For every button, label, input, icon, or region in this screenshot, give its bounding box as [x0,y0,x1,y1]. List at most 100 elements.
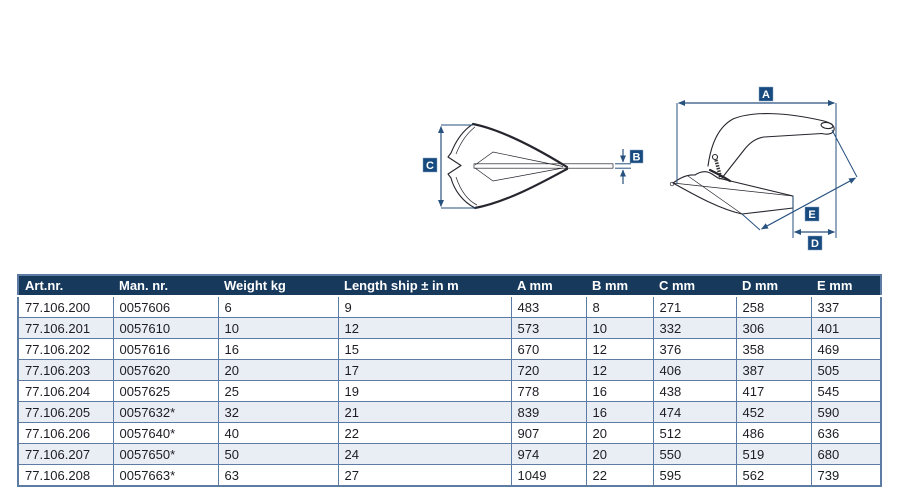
table-cell: 401 [810,317,882,339]
table-cell: 452 [735,401,812,423]
table-cell: 258 [735,295,812,318]
table-cell: 8 [585,295,654,318]
table-cell: 474 [652,401,737,423]
table-cell: 1049 [510,464,587,487]
table-cell: 0057640* [112,422,219,444]
table-cell: 12 [337,317,512,339]
table-cell: 306 [735,317,812,339]
table-cell: 486 [735,422,812,444]
table-cell: 519 [735,443,812,465]
table-cell: 483 [510,295,587,318]
table-cell: 15 [337,338,512,360]
table-cell: 19 [337,380,512,402]
table-cell: 636 [810,422,882,444]
table-cell: 77.106.205 [17,401,114,423]
dimension-label-c: C [426,160,434,172]
table-cell: 77.106.203 [17,359,114,381]
table-cell: 417 [735,380,812,402]
dimension-label-box-d [807,235,823,251]
table-cell: 77.106.201 [17,317,114,339]
table-cell: 27 [337,464,512,487]
anchor-shank-front [473,163,614,169]
table-cell: 595 [652,464,737,487]
table-cell: 670 [510,338,587,360]
table-cell: 839 [510,401,587,423]
table-cell: 545 [810,380,882,402]
table-cell: 9 [337,295,512,318]
table-cell: 77.106.208 [17,464,114,487]
table-cell: 337 [810,295,882,318]
table-cell: 12 [585,338,654,360]
table-cell: 12 [585,359,654,381]
table-cell: 0057620 [112,359,219,381]
table-cell: 17 [337,359,512,381]
table-cell: 0057606 [112,295,219,318]
column-header: A mm [511,275,586,297]
column-header: E mm [811,275,881,297]
dimension-b: B [615,149,644,184]
table-cell: 505 [810,359,882,381]
table-cell: 20 [585,422,654,444]
table-cell: 358 [735,338,812,360]
dimension-e: E [741,129,858,231]
column-header: Weight kg [218,275,338,297]
table-cell: 680 [810,443,882,465]
table-cell: 573 [510,317,587,339]
table-cell: 77.106.202 [17,338,114,360]
dimension-label-d: D [811,238,819,250]
column-header: D mm [736,275,811,297]
anchor-fluke-front-outline [447,122,569,210]
table-cell: 376 [652,338,737,360]
dimension-label-box-a [758,86,774,102]
table-cell: 22 [585,464,654,487]
table-cell: 24 [337,443,512,465]
table-cell: 20 [585,443,654,465]
table-cell: 0057616 [112,338,219,360]
table-cell: 77.106.200 [17,295,114,318]
table-cell: 16 [585,380,654,402]
column-header: C mm [653,275,736,297]
table-cell: 387 [735,359,812,381]
table-cell: 40 [217,422,339,444]
table-cell: 562 [735,464,812,487]
table-cell: 10 [217,317,339,339]
table-cell: 0057610 [112,317,219,339]
dimension-label-box-b [629,149,644,164]
anchor-fluke-side [669,168,794,215]
table-cell: 50 [217,443,339,465]
table-cell: 10 [585,317,654,339]
table-cell: 20 [217,359,339,381]
anchor-shank-side [707,113,835,179]
table-cell: 63 [217,464,339,487]
table-cell: 739 [810,464,882,487]
dimension-label-box-e [804,206,820,222]
table-cell: 512 [652,422,737,444]
table-cell: 16 [585,401,654,423]
table-cell: 0057632* [112,401,219,423]
anchor-side-view-diagram: A E D [669,86,858,251]
table-cell: 77.106.204 [17,380,114,402]
table-cell: 25 [217,380,339,402]
table-cell: 438 [652,380,737,402]
table-cell: 590 [810,401,882,423]
table-cell: 778 [510,380,587,402]
column-header: Length ship ± in m [338,275,511,297]
table-cell: 21 [337,401,512,423]
dimension-label-e: E [808,209,815,221]
table-cell: 907 [510,422,587,444]
dimension-d: D [792,196,835,251]
table-cell: 332 [652,317,737,339]
table-cell: 6 [217,295,339,318]
table-cell: 720 [510,359,587,381]
